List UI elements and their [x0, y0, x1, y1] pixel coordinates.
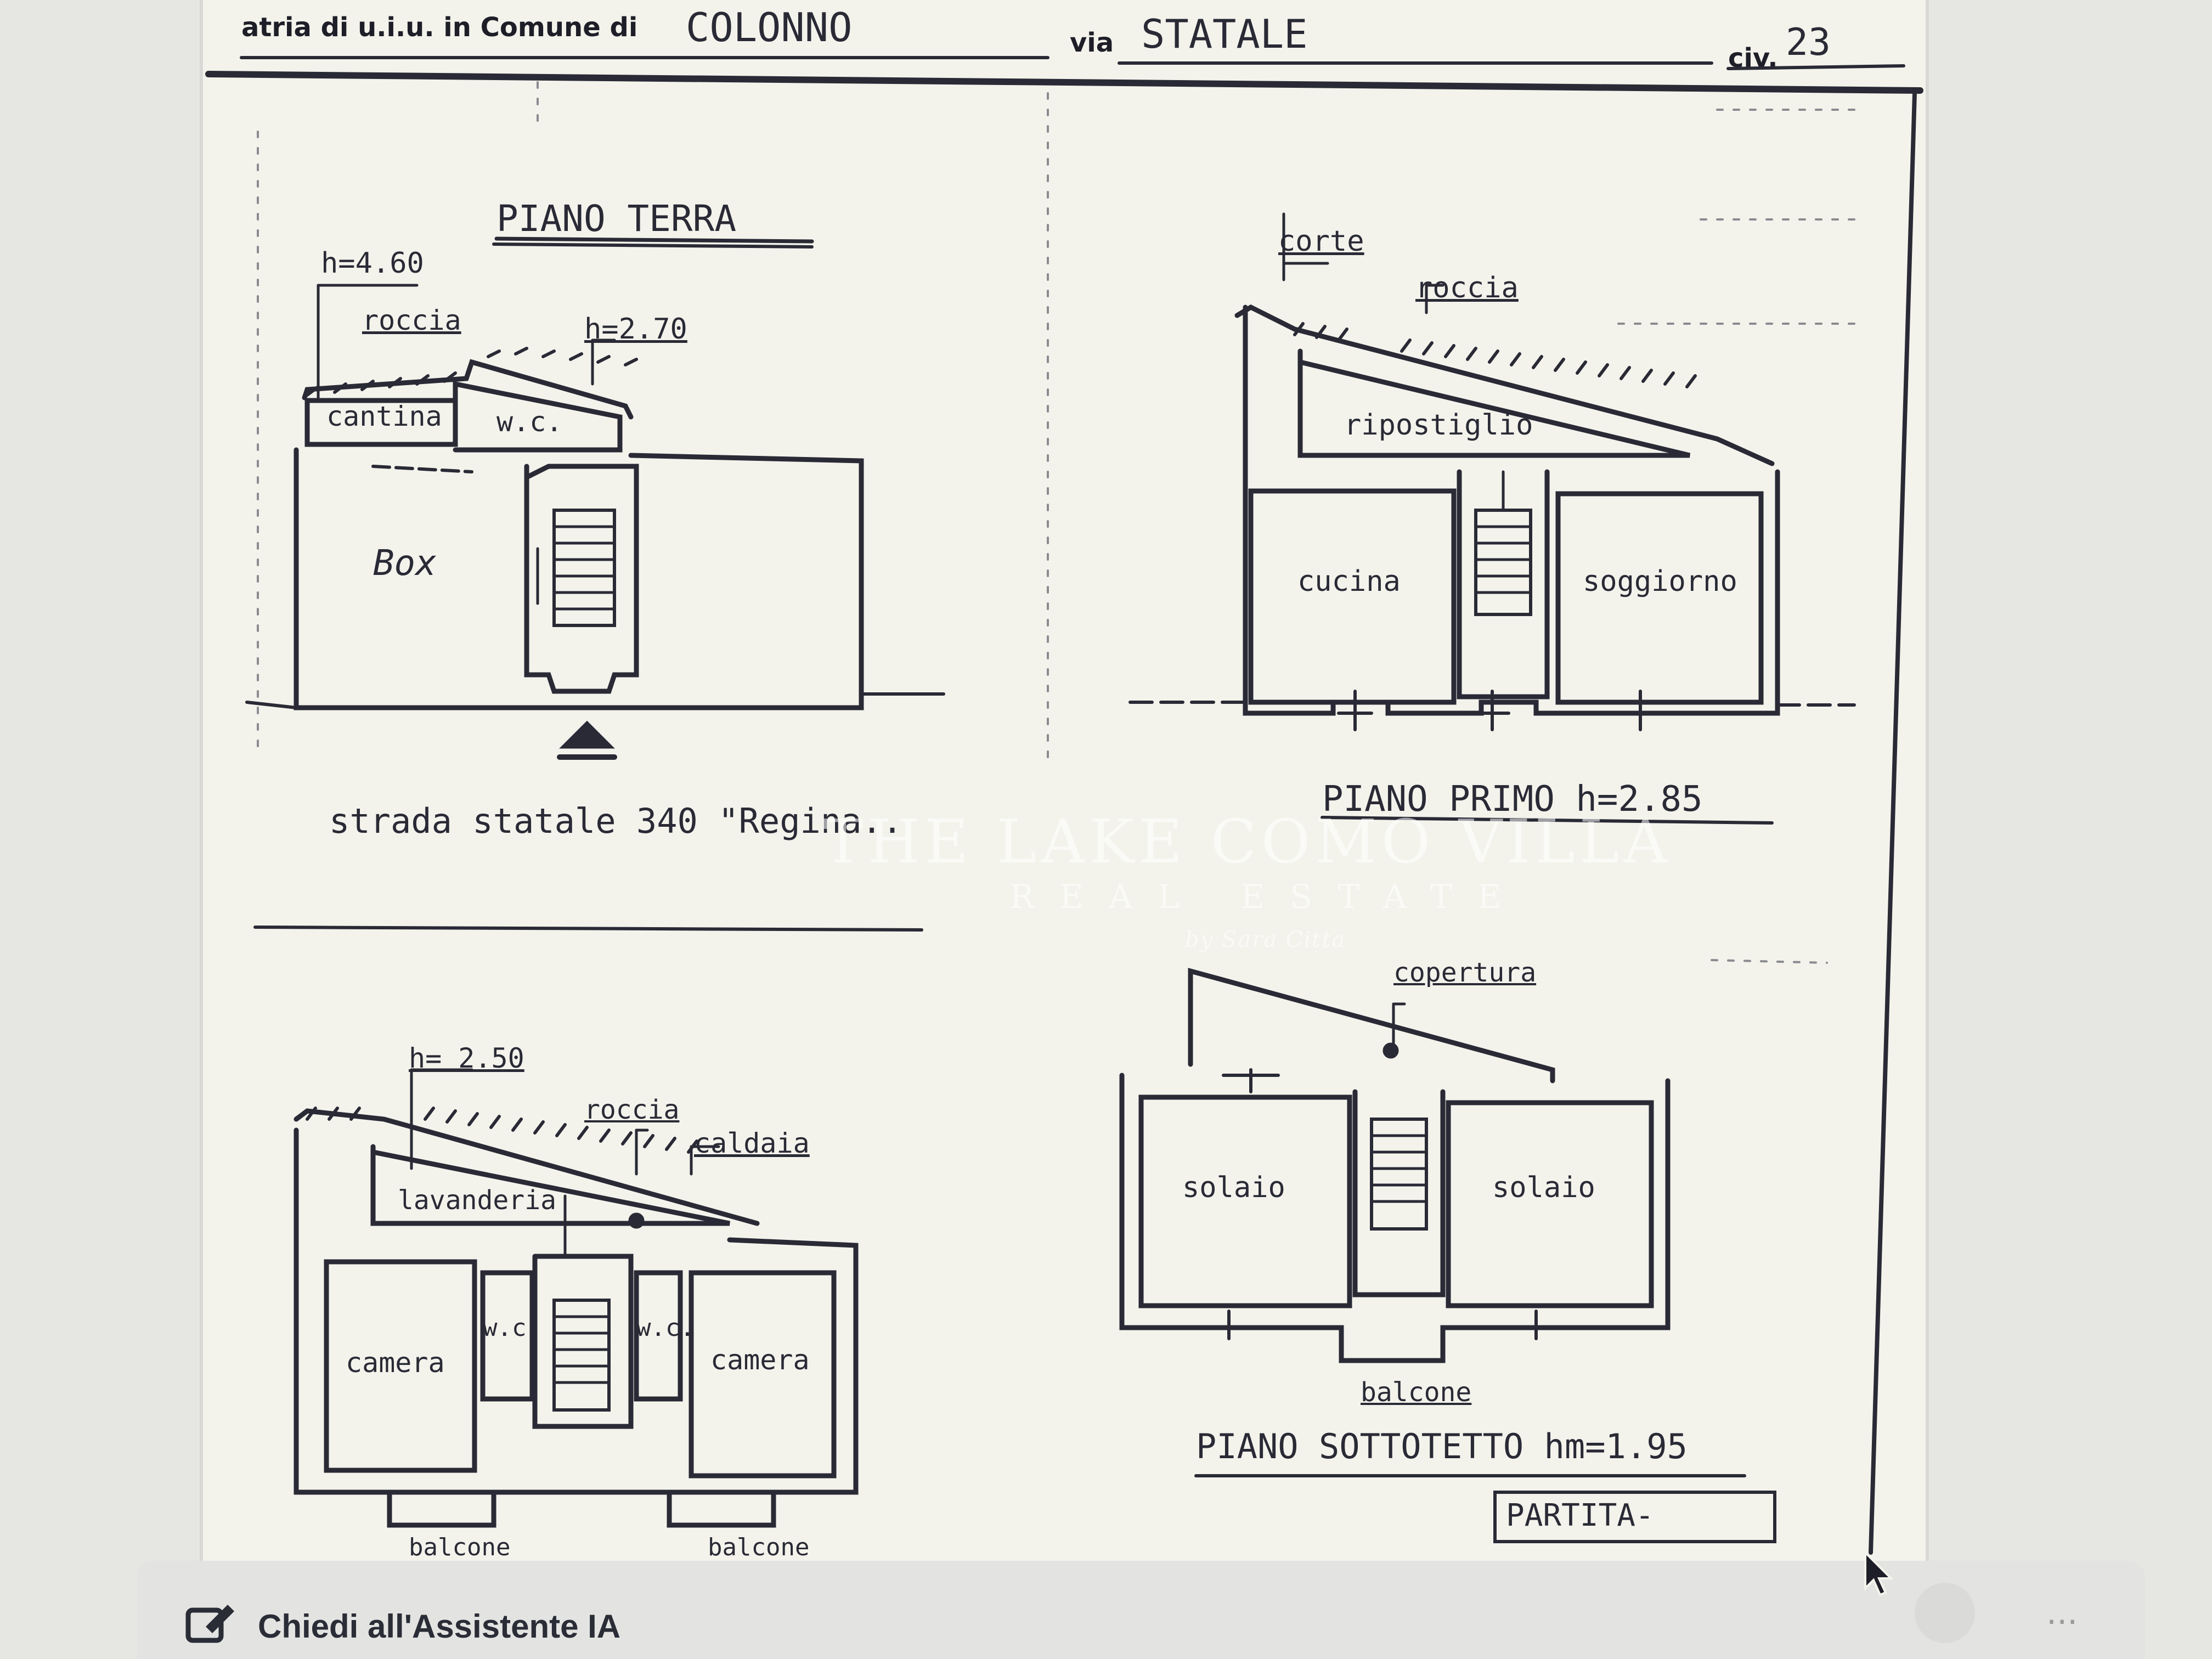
lavanderia-label: lavanderia [398, 1185, 556, 1216]
camera-right-label: camera [710, 1344, 810, 1376]
header-prefix: atria di u.i.u. in Comune di [241, 12, 638, 43]
caldaia-label: caldaia [694, 1127, 810, 1159]
header-via-label: via [1070, 27, 1114, 58]
roccia-label-terra: roccia [362, 304, 461, 336]
header-via: STATALE [1141, 11, 1308, 57]
piano-terra-title: PIANO TERRA [496, 198, 737, 240]
watermark-title: THE LAKE COMO VILLA [823, 806, 1672, 877]
ai-edit-icon[interactable] [184, 1599, 239, 1649]
header-civ: 23 [1786, 21, 1831, 64]
height-cantina: h=4.60 [321, 247, 424, 280]
assistant-label[interactable]: Chiedi all'Assistente IA [258, 1608, 621, 1645]
more-options-icon[interactable]: ... [2046, 1594, 2078, 1632]
header-comune: COLONNO [686, 4, 853, 50]
piano-primo-title: PIANO PRIMO h=2.85 [1322, 779, 1703, 820]
corte-label: corte [1278, 225, 1364, 258]
height-secondo: h= 2.50 [409, 1042, 524, 1074]
mouse-cursor-icon [1864, 1550, 1894, 1596]
piano-sottotetto-title: PIANO SOTTOTETTO hm=1.95 [1196, 1426, 1688, 1466]
watermark-subtitle: REAL ESTATE [1009, 878, 1527, 916]
camera-left-label: camera [346, 1347, 445, 1379]
partita-label: PARTITA- [1506, 1498, 1654, 1533]
balcone-right-label: balcone [708, 1533, 810, 1561]
roccia-label-secondo: roccia [584, 1094, 680, 1125]
wc-left-label: w.c. [483, 1314, 541, 1342]
copertura-label: copertura [1393, 957, 1537, 988]
balcone-left-label: balcone [409, 1533, 511, 1561]
solaio-right-label: solaio [1492, 1171, 1595, 1204]
solaio-left-label: solaio [1182, 1171, 1285, 1204]
cucina-label: cucina [1297, 565, 1401, 598]
box-label: Box [373, 543, 437, 584]
soggiorno-label: soggiorno [1583, 565, 1737, 598]
balcone-sottotetto-label: balcone [1361, 1377, 1472, 1408]
height-wc: h=2.70 [584, 313, 687, 346]
ripostiglio-label: ripostiglio [1344, 409, 1533, 442]
wc-right-label: w.c. [636, 1314, 695, 1342]
wc-label-terra: w.c. [496, 406, 563, 438]
strada-label: strada statale 340 "Regina.. [329, 801, 903, 841]
send-button[interactable] [1915, 1583, 1975, 1643]
watermark-signature: by Sara Citta [1185, 927, 1346, 952]
cantina-label: cantina [326, 400, 442, 432]
roccia-label-primo: roccia [1415, 272, 1519, 304]
assistant-bar[interactable] [137, 1561, 2145, 1659]
